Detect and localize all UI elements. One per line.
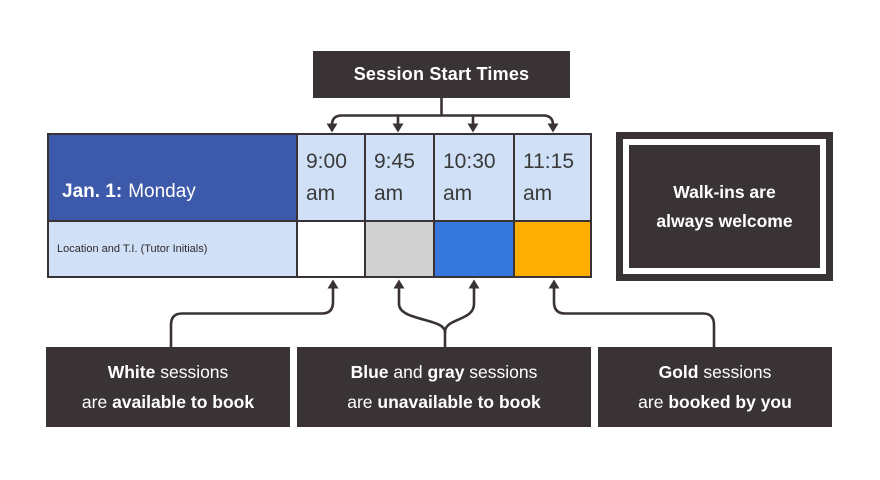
session-start-times-title: Session Start Times <box>313 51 570 98</box>
meridiem-label: am <box>523 181 553 205</box>
meridiem-label: am <box>443 181 473 205</box>
day-header-cell: Jan. 1: Monday <box>49 135 296 220</box>
location-row-label: Location and T.I. (Tutor Initials) <box>57 243 208 255</box>
session-slot-white-available <box>298 222 364 276</box>
weekday-label: Monday <box>128 180 196 202</box>
legend-line2: are booked by you <box>638 392 792 412</box>
white-slot-connector-arrow <box>169 279 339 349</box>
walkins-callout-box: Walk-ins are always welcome <box>616 132 833 281</box>
legend-blue-gray-sessions: Blue and gray sessions are unavailable t… <box>297 347 591 427</box>
meridiem-label: am <box>374 181 404 205</box>
time-label: 9:45 <box>374 149 415 173</box>
time-header-cell-900: 9:00 am <box>298 135 364 220</box>
gold-slot-connector-arrow <box>548 279 716 349</box>
legend-line2: are unavailable to book <box>347 392 541 412</box>
session-start-times-label: Session Start Times <box>353 64 530 84</box>
time-label: 11:15 <box>523 149 574 173</box>
walkins-line1: Walk-ins are <box>673 181 776 202</box>
time-header-cell-1115: 11:15 am <box>515 135 590 220</box>
session-slot-gold-booked <box>515 222 590 276</box>
legend-gold-sessions: Gold sessions are booked by you <box>598 347 832 427</box>
legend-line1: White sessions <box>107 362 229 382</box>
session-slot-blue-unavailable <box>435 222 513 276</box>
meridiem-label: am <box>306 181 336 205</box>
legend-line2: are available to book <box>81 392 255 412</box>
gray-blue-slot-connector-arrows <box>393 279 480 349</box>
session-slot-gray-unavailable <box>366 222 433 276</box>
walkins-callout-inner: Walk-ins are always welcome <box>629 145 820 268</box>
date-label: Jan. 1: <box>62 180 123 202</box>
legend-line1: Blue and gray sessions <box>350 362 538 382</box>
legend-white-sessions: White sessions are available to book <box>46 347 290 427</box>
schedule-table: Jan. 1: Monday 9:00 am 9:45 am 10:30 am … <box>47 133 592 278</box>
time-label: 9:00 <box>306 149 347 173</box>
time-header-cell-945: 9:45 am <box>366 135 433 220</box>
walkins-line2: always welcome <box>656 210 793 231</box>
top-connector-arrows <box>326 96 559 133</box>
legend-line1: Gold sessions <box>658 362 772 382</box>
time-header-cell-1030: 10:30 am <box>435 135 513 220</box>
time-label: 10:30 <box>443 149 496 173</box>
location-row-header-cell: Location and T.I. (Tutor Initials) <box>49 222 296 276</box>
